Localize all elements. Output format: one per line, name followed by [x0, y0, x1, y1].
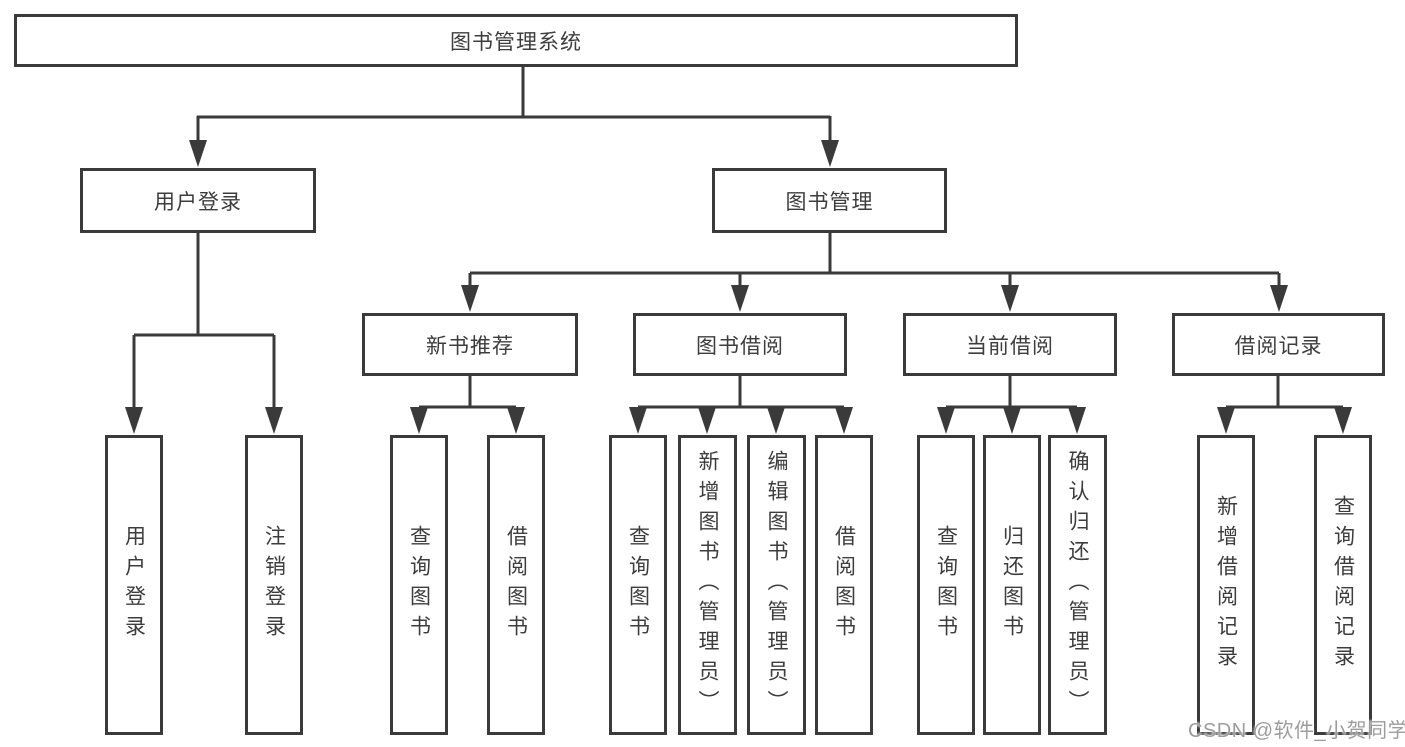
- leaf-user-login: 用户登录: [105, 435, 163, 735]
- node-new-books-label: 新书推荐: [426, 334, 514, 358]
- leaf-logout-label: 注销登录: [262, 525, 286, 645]
- leaf-borrow-add: 新增图书（管理员）: [678, 435, 737, 735]
- node-user-login-label: 用户登录: [154, 190, 242, 214]
- leaf-newbooks-borrow: 借阅图书: [487, 435, 545, 735]
- node-borrow-records-label: 借阅记录: [1234, 334, 1323, 358]
- node-current-borrow: 当前借阅: [903, 313, 1117, 376]
- node-book-mgmt-label: 图书管理: [785, 190, 874, 214]
- arrowhead: [507, 407, 525, 434]
- leaf-current-confirm-label: 确认归还（管理员）: [1066, 450, 1089, 720]
- node-book-borrow: 图书借阅: [633, 313, 847, 376]
- leaf-records-add: 新增借阅记录: [1197, 435, 1255, 735]
- arrowhead: [1217, 407, 1235, 434]
- leaf-records-add-label: 新增借阅记录: [1214, 495, 1238, 675]
- arrowhead: [835, 407, 853, 434]
- leaf-current-query-label: 查询图书: [934, 525, 958, 645]
- leaf-newbooks-borrow-label: 借阅图书: [504, 525, 528, 645]
- leaf-newbooks-query-label: 查询图书: [407, 525, 431, 645]
- arrowhead: [125, 407, 143, 434]
- node-book-borrow-label: 图书借阅: [696, 334, 784, 358]
- arrowhead: [767, 407, 785, 434]
- arrowhead: [189, 140, 207, 167]
- arrowhead: [461, 285, 479, 312]
- connector-newbooks-to-leaves: [417, 376, 518, 411]
- csdn-watermark: CSDN @软件_小贺同学: [1188, 720, 1405, 742]
- connector-root-to-level2: [196, 67, 832, 142]
- arrowhead: [937, 407, 955, 434]
- node-root-label: 图书管理系统: [450, 30, 582, 54]
- arrowhead: [1270, 285, 1288, 312]
- leaf-borrow-book-label: 借阅图书: [832, 525, 856, 645]
- connector-currentborrow-to-leaves: [944, 376, 1079, 411]
- arrowhead: [1001, 285, 1019, 312]
- node-borrow-records: 借阅记录: [1172, 313, 1385, 376]
- connector-bookmgmt-to-level3: [468, 232, 1281, 288]
- arrowhead: [629, 407, 647, 434]
- node-root: 图书管理系统: [14, 14, 1018, 67]
- leaf-borrow-query-label: 查询图书: [626, 525, 650, 645]
- node-book-mgmt: 图书管理: [712, 168, 947, 233]
- arrowhead: [265, 407, 283, 434]
- arrowhead: [1003, 407, 1021, 434]
- arrowhead: [1334, 407, 1352, 434]
- leaf-newbooks-query: 查询图书: [390, 435, 448, 735]
- connector-borrowrecords-to-leaves: [1224, 376, 1345, 411]
- node-user-login: 用户登录: [80, 168, 316, 233]
- leaf-current-return-label: 归还图书: [1000, 525, 1024, 645]
- arrowhead: [698, 407, 716, 434]
- arrowhead: [1068, 407, 1086, 434]
- leaf-current-confirm: 确认归还（管理员）: [1048, 435, 1107, 735]
- arrowhead: [731, 285, 749, 312]
- leaf-records-query: 查询借阅记录: [1314, 435, 1372, 735]
- node-new-books: 新书推荐: [362, 313, 578, 376]
- leaf-records-query-label: 查询借阅记录: [1331, 495, 1355, 675]
- arrowhead: [821, 140, 839, 167]
- leaf-current-return: 归还图书: [983, 435, 1041, 735]
- leaf-borrow-add-label: 新增图书（管理员）: [696, 450, 719, 720]
- leaf-borrow-edit: 编辑图书（管理员）: [747, 435, 806, 735]
- leaf-current-query: 查询图书: [917, 435, 975, 735]
- leaf-borrow-book: 借阅图书: [815, 435, 873, 735]
- leaf-borrow-query: 查询图书: [609, 435, 667, 735]
- connector-bookborrow-to-leaves: [636, 376, 846, 411]
- leaf-logout: 注销登录: [245, 435, 303, 735]
- connector-userlogin-to-leaves: [132, 232, 276, 410]
- node-current-borrow-label: 当前借阅: [966, 334, 1054, 358]
- leaf-user-login-label: 用户登录: [122, 525, 146, 645]
- arrowhead: [410, 407, 428, 434]
- leaf-borrow-edit-label: 编辑图书（管理员）: [765, 450, 788, 720]
